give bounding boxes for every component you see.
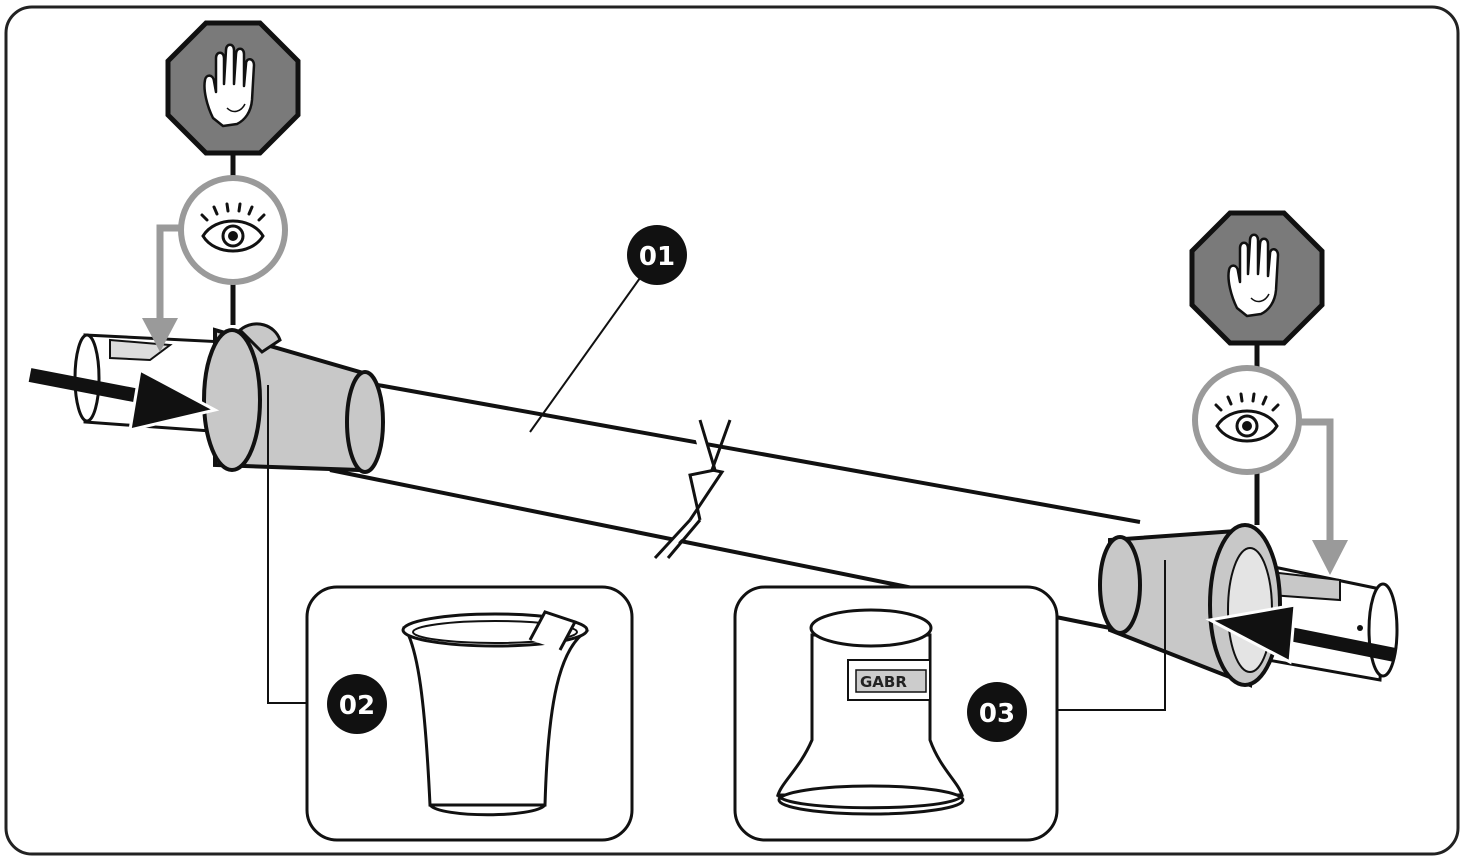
callout-01: 01	[627, 225, 687, 285]
right-insert-arrow	[1205, 603, 1397, 665]
brand-label: GABR	[860, 673, 907, 691]
left-cap	[202, 322, 385, 474]
left-guide-arrow	[142, 224, 180, 352]
right-guide-arrow	[1300, 418, 1348, 575]
callout-02-label: 02	[339, 691, 375, 721]
inset-panel-right: GABR	[733, 585, 1059, 842]
inset-panel-left	[305, 585, 634, 842]
stop-hand-icon	[1189, 210, 1325, 346]
eye-icon	[178, 175, 288, 285]
stop-hand-icon	[165, 20, 301, 156]
callout-03-label: 03	[979, 699, 1015, 729]
callout-03: 03	[967, 682, 1027, 742]
right-cap	[1098, 523, 1282, 688]
left-insert-arrow	[28, 367, 220, 432]
left-cap-detail	[401, 610, 590, 817]
right-cap-detail: GABR	[775, 608, 965, 816]
callout-02: 02	[327, 674, 387, 734]
eye-icon	[1192, 365, 1302, 475]
tube	[329, 378, 1141, 632]
callout-01-label: 01	[639, 242, 675, 272]
